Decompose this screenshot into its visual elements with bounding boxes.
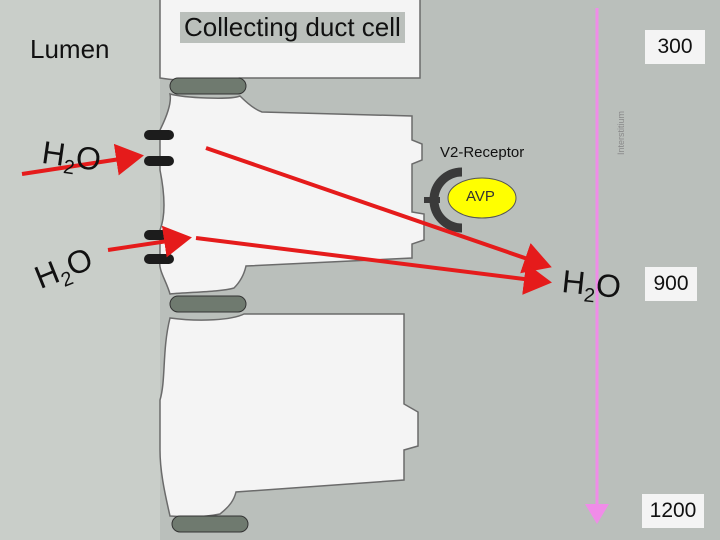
- tight-junction-bottom: [171, 515, 249, 533]
- water-path-arrow-upper: [205, 146, 552, 274]
- water-entry-arrow-upper: [21, 143, 144, 176]
- aquaporin-channel-icon: [144, 230, 174, 240]
- lower-cell: [159, 313, 419, 518]
- water-molecule-interstitium: H2O: [560, 263, 623, 308]
- water-entry-arrow-lower: [107, 225, 192, 258]
- lumen-label: Lumen: [30, 34, 110, 64]
- v2-receptor-icon: [424, 167, 463, 233]
- aquaporin-channel-icon: [144, 156, 174, 166]
- osmolality-900-label: 900: [645, 267, 697, 301]
- gradient-arrow-icon: [585, 8, 609, 524]
- aquaporin-channel-icon: [144, 254, 174, 264]
- tight-junction-top: [169, 77, 247, 95]
- interstitium-label: Interstitium: [616, 110, 626, 156]
- cell-label: Collecting duct cell: [180, 12, 405, 43]
- aquaporin-channel-icon: [144, 130, 174, 140]
- osmolality-300-label: 300: [645, 30, 705, 64]
- avp-label: AVP: [466, 188, 495, 205]
- water-molecule-upper: H2O: [39, 134, 104, 180]
- collecting-duct-cell: [158, 92, 425, 295]
- receptor-label: V2-Receptor: [440, 144, 525, 161]
- osmolality-1200-label: 1200: [642, 494, 704, 528]
- lumen-region: [0, 0, 160, 540]
- avp-hormone: [447, 177, 517, 219]
- tight-junction-middle: [169, 295, 247, 313]
- water-path-arrow-lower: [195, 236, 552, 295]
